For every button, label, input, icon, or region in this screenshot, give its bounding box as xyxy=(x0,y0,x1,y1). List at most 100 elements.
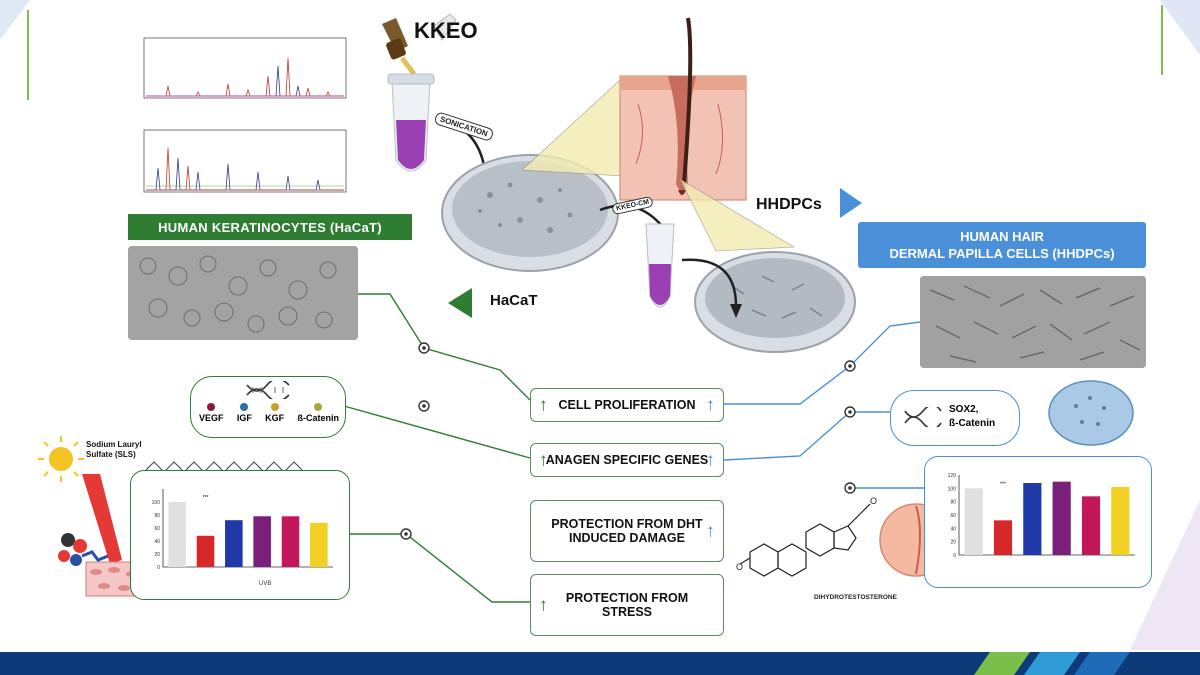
dht-bar-chart: 0 20 40 60 80 100 120 *** xyxy=(948,473,1135,559)
dna-icon xyxy=(904,407,942,427)
dihydrotestosterone-label: DIHYDROTESTOSTERONE xyxy=(814,594,897,601)
chart-bar xyxy=(310,522,328,567)
up-arrow-icon: ↑ xyxy=(539,449,548,470)
gene-item: IGF xyxy=(237,403,252,423)
chart-bar xyxy=(993,520,1013,555)
gene-label: ß-Catenin xyxy=(297,413,340,423)
hacat-genes-box: VEGF IGF KGF ß-Catenin xyxy=(190,376,346,438)
gene-dot-icon xyxy=(270,403,279,411)
uvb-beam-icon xyxy=(82,474,122,564)
svg-text:O: O xyxy=(736,562,743,572)
svg-text:O: O xyxy=(870,496,877,506)
corner-decoration-right xyxy=(1160,0,1200,75)
dht-line2: INDUCED DAMAGE xyxy=(569,531,685,545)
hhdpcs-label: HHDPCs xyxy=(756,196,822,213)
chart-axis xyxy=(958,475,1135,556)
footer-stripes xyxy=(974,652,1130,675)
gene-label: KGF xyxy=(265,413,285,423)
chart-bar xyxy=(253,516,271,567)
stress-line2: STRESS xyxy=(601,605,652,619)
magnification-cone-2 xyxy=(679,178,796,252)
small-tube-icon xyxy=(645,223,675,308)
sun-icon xyxy=(38,436,84,482)
gene-item: VEGF xyxy=(199,403,224,423)
gene-item: KGF xyxy=(265,403,284,423)
flow-arrow-small xyxy=(681,258,742,318)
y-tick-label: 60 xyxy=(950,513,956,519)
gene-dot-icon xyxy=(207,403,216,411)
y-tick-label: 0 xyxy=(953,553,956,559)
human-hair-line1: HUMAN HAIR xyxy=(960,229,1044,244)
dht-line1: PROTECTION FROM DHT xyxy=(551,517,703,531)
hhdpc-genes-box: SOX2, ß-Catenin xyxy=(890,390,1020,446)
chart-bar xyxy=(225,520,243,567)
gene-list: VEGF IGF KGF ß-Catenin xyxy=(199,403,339,423)
y-tick-label: 80 xyxy=(154,513,160,519)
sls-line2: Sulfate (SLS) xyxy=(86,450,136,459)
chart-bar xyxy=(964,488,983,555)
footer-bar xyxy=(0,652,1200,675)
dht-molecule: O O xyxy=(736,496,877,577)
chart-annotation: *** xyxy=(203,495,209,501)
chart-bar xyxy=(1081,496,1101,555)
y-tick-label: 100 xyxy=(152,500,161,506)
hacat-label: HaCaT xyxy=(490,292,538,309)
y-tick-label: 80 xyxy=(950,500,956,506)
stress-line1: PROTECTION FROM xyxy=(565,591,689,605)
petri-circle-icon xyxy=(1048,380,1134,446)
chart-bar xyxy=(1023,483,1042,555)
y-tick-label: 40 xyxy=(950,526,956,532)
hair-follicle-section xyxy=(619,17,747,201)
dna-icon xyxy=(246,381,290,399)
y-tick-label: 60 xyxy=(154,526,160,532)
chart-bar xyxy=(1111,487,1130,555)
sox-label: SOX2, ß-Catenin xyxy=(949,403,995,431)
up-arrow-icon: ↑ xyxy=(706,394,715,415)
anagen-genes-box: ↑ ANAGEN SPECIFIC GENES ↑ xyxy=(530,443,724,477)
dht-protection-box: PROTECTION FROM DHT INDUCED DAMAGE ↑ xyxy=(530,500,724,562)
dht-chart-box: 0 20 40 60 80 100 120 *** xyxy=(924,456,1152,588)
anagen-genes-label: ANAGEN SPECIFIC GENES xyxy=(545,453,709,467)
triangle-right-icon xyxy=(840,188,862,218)
chromatogram-top xyxy=(143,37,347,99)
chart-annotation: *** xyxy=(1000,481,1006,487)
y-tick-label: 20 xyxy=(154,552,160,558)
chart-bar xyxy=(281,516,300,567)
up-arrow-icon: ↑ xyxy=(706,449,715,470)
cell-proliferation-label: CELL PROLIFERATION xyxy=(558,398,696,412)
y-tick-label: 100 xyxy=(948,486,957,492)
dropper-icon xyxy=(382,13,457,172)
sox-line1: SOX2, xyxy=(949,404,979,415)
y-tick-label: 40 xyxy=(154,539,160,545)
human-hair-line2: DERMAL PAPILLA CELLS (HHDPCs) xyxy=(889,246,1115,261)
chart-bar xyxy=(168,502,186,567)
chart-axis xyxy=(162,489,333,568)
chromatogram-bottom xyxy=(143,129,347,193)
y-tick-label: 20 xyxy=(950,540,956,546)
up-arrow-icon: ↑ xyxy=(539,394,548,415)
corner-decoration-left xyxy=(0,0,30,100)
gene-label: VEGF xyxy=(199,413,224,423)
petri-dish-small xyxy=(694,251,856,353)
y-tick-label: 0 xyxy=(157,565,160,571)
radical-icon xyxy=(58,533,108,566)
stress-protection-box: ↑ PROTECTION FROM STRESS xyxy=(530,574,724,636)
triangle-left-icon xyxy=(448,288,472,318)
chart-bar xyxy=(196,535,215,567)
sls-line1: Sodium Lauryl xyxy=(86,440,142,449)
sls-label: Sodium Lauryl Sulfate (SLS) xyxy=(86,440,142,460)
hhdpc-micrograph xyxy=(920,276,1146,368)
hacat-micrograph xyxy=(128,246,358,340)
up-arrow-icon: ↑ xyxy=(706,520,715,541)
human-hair-banner: HUMAN HAIR DERMAL PAPILLA CELLS (HHDPCs) xyxy=(858,222,1146,268)
y-tick-label: 120 xyxy=(948,473,957,479)
corner-decoration-bottom-right xyxy=(1130,500,1200,650)
gene-dot-icon xyxy=(314,403,323,411)
stress-bar-chart: 0 20 40 60 80 100 *** xyxy=(152,489,333,571)
kkeo-label: KKEO xyxy=(414,18,478,43)
gene-dot-icon xyxy=(240,403,249,411)
up-arrow-icon: ↑ xyxy=(539,594,548,615)
sox-line2: ß-Catenin xyxy=(949,418,996,429)
